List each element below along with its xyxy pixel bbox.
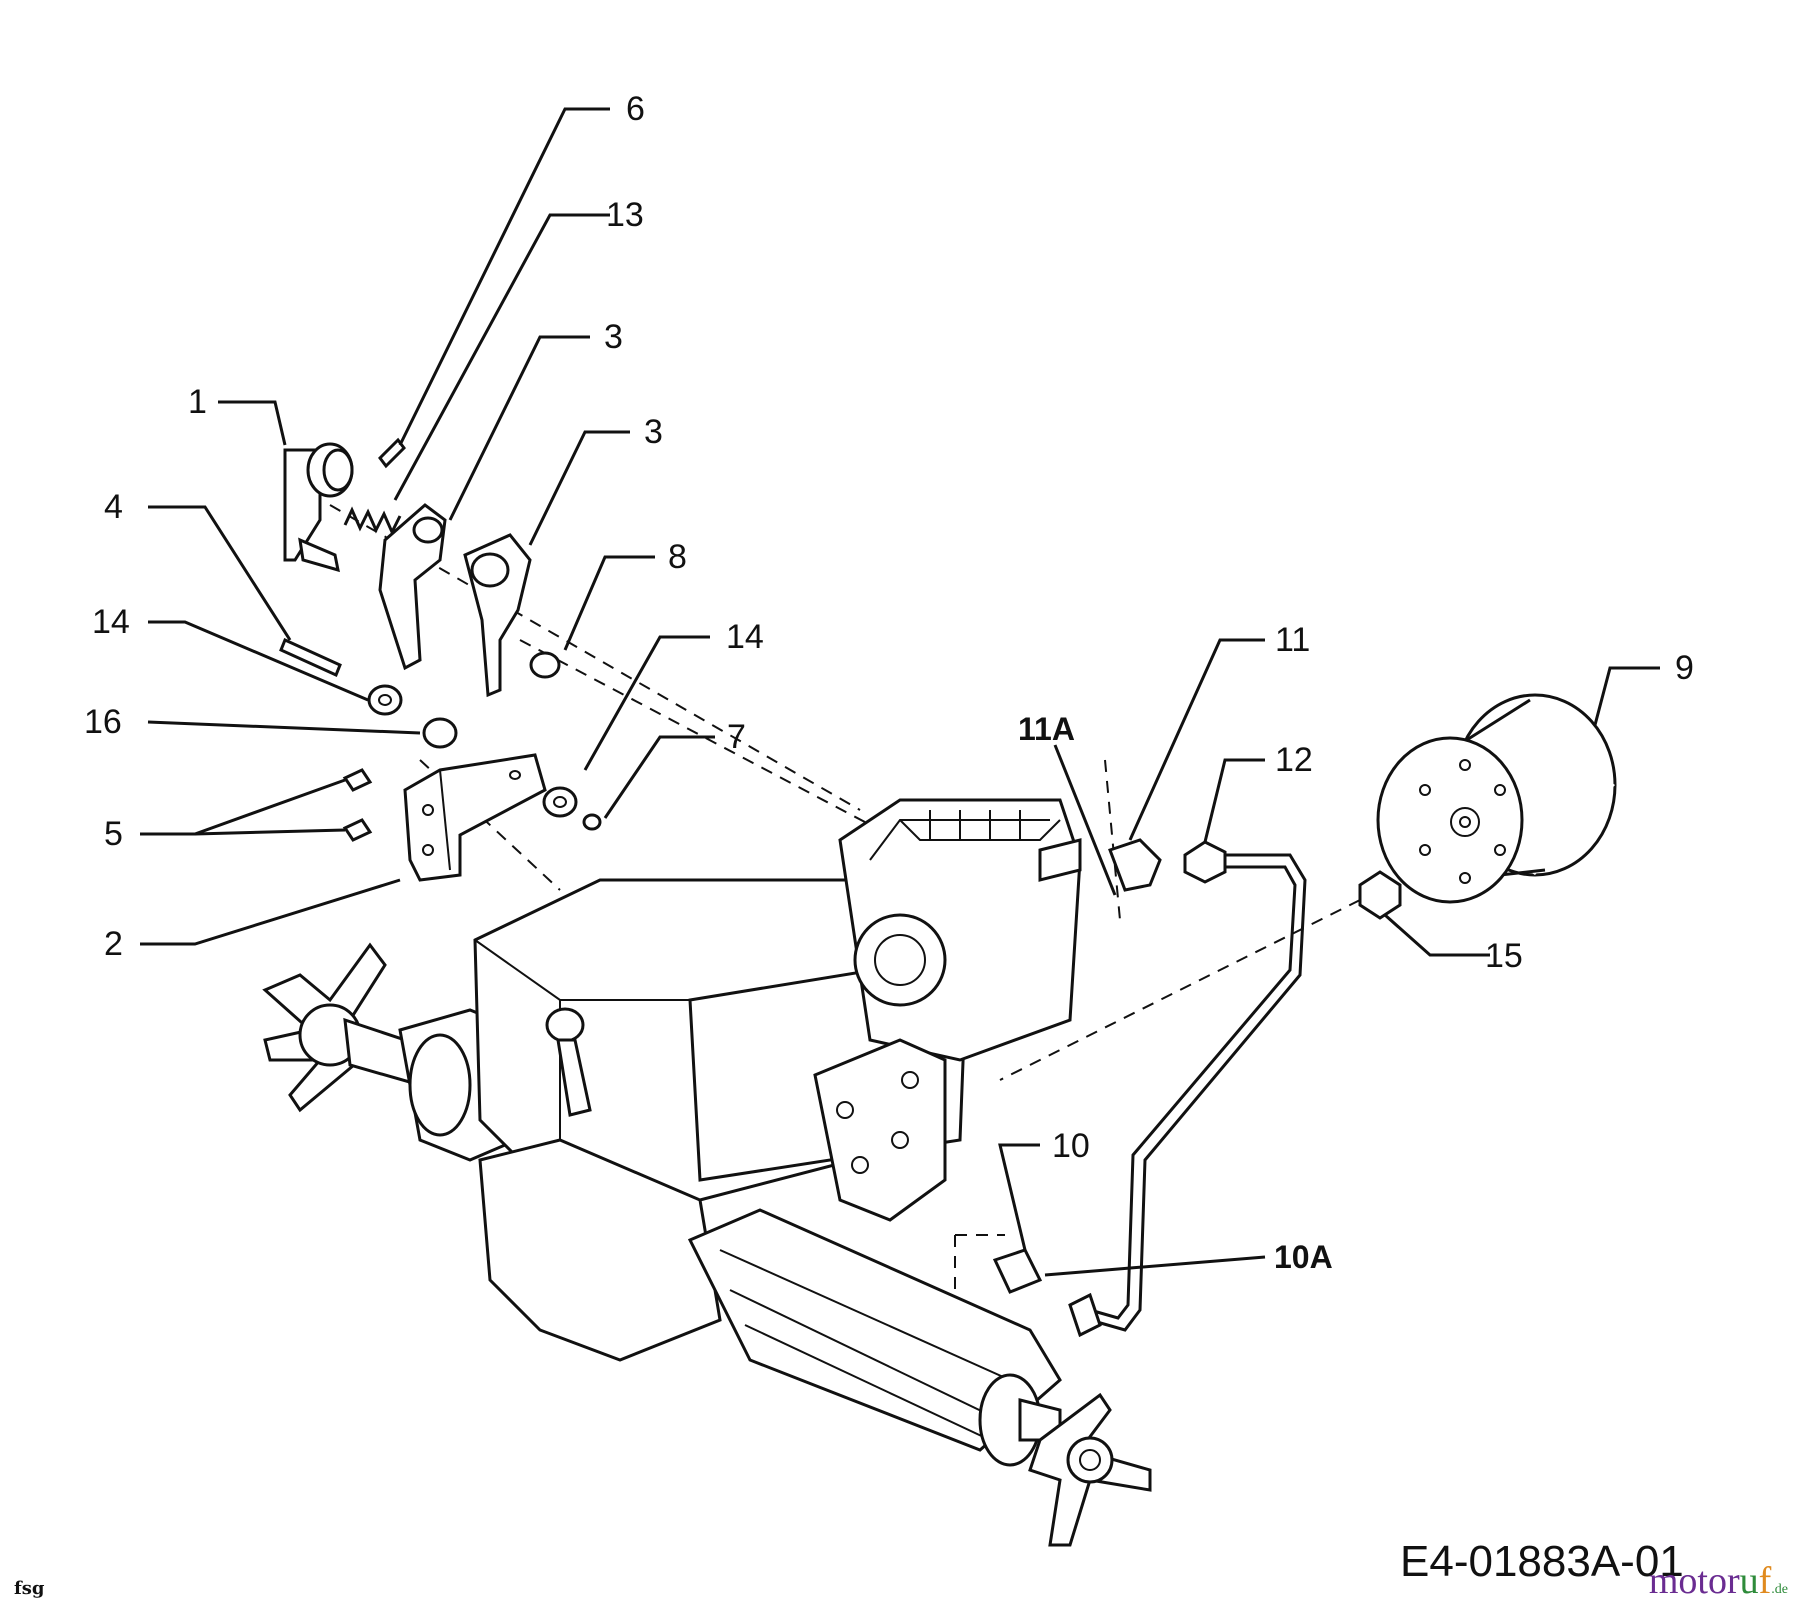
leader-lines (140, 107, 1660, 1277)
callout-7: 7 (727, 718, 746, 756)
callout-3a: 3 (604, 318, 623, 356)
callout-3b: 3 (644, 413, 663, 451)
corner-note: fsg (14, 1578, 45, 1599)
callout-labels: 6 13 3 3 1 8 4 14 14 16 7 5 2 11 11A 12 … (84, 90, 1694, 1275)
callout-9: 9 (1675, 649, 1694, 687)
callout-10a: 10A (1274, 1239, 1333, 1275)
callout-2: 2 (104, 925, 123, 963)
assembly-guide-lines (329, 504, 1361, 1290)
linkage-parts (279, 437, 602, 882)
callout-1: 1 (188, 383, 207, 421)
transaxle-assembly (262, 798, 1152, 1547)
callout-5: 5 (104, 815, 123, 853)
callout-13: 13 (606, 196, 644, 234)
callout-12: 12 (1275, 741, 1313, 779)
watermark-tld: .de (1771, 1582, 1788, 1597)
callout-14a: 14 (92, 603, 130, 641)
callout-10: 10 (1052, 1127, 1090, 1165)
drawing-code: E4-01883A-01 (1400, 1537, 1684, 1586)
callout-11a: 11A (1018, 711, 1075, 747)
callout-15: 15 (1485, 937, 1523, 975)
callout-16: 16 (84, 703, 122, 741)
callout-8: 8 (668, 538, 687, 576)
callout-11: 11 (1275, 621, 1310, 659)
callout-6: 6 (626, 90, 645, 128)
oil-line-and-filter (992, 693, 1617, 1338)
callout-14b: 14 (726, 618, 764, 656)
watermark-logo: motoruf.de (1649, 1559, 1788, 1603)
callout-4: 4 (104, 488, 123, 526)
watermark-name: motoruf (1648, 1560, 1772, 1602)
